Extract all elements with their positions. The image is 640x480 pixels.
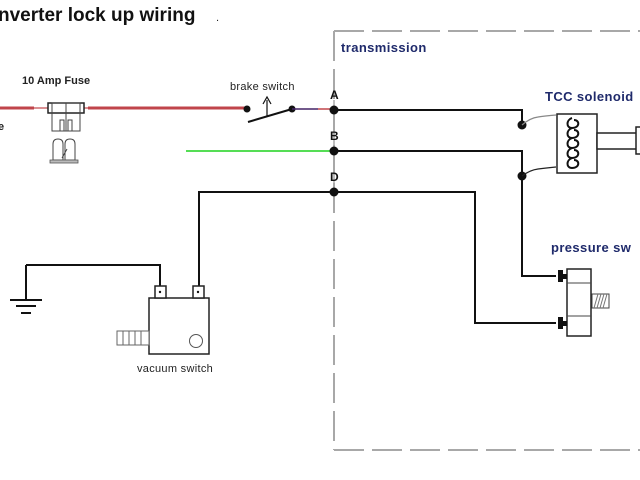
wire-a-to-solenoid — [334, 109, 523, 125]
solenoid-tip — [635, 126, 640, 155]
vacuum-port-icon — [116, 330, 150, 346]
ground-wire — [26, 264, 161, 288]
fuse-icon — [47, 102, 85, 164]
transmission-boundary — [333, 30, 640, 451]
brake-switch-label: brake switch — [230, 81, 295, 93]
pressure-switch-icon — [558, 268, 610, 337]
brake-switch-lever — [247, 108, 293, 123]
fuse-element — [61, 148, 68, 159]
fuse-base — [49, 159, 79, 164]
pressure-terminal-1 — [558, 270, 563, 282]
coil-icon — [566, 117, 580, 170]
left-cut-label: e — [0, 121, 4, 133]
tcc-solenoid-icon — [556, 113, 640, 174]
wire-vacuum-to-d — [198, 191, 334, 288]
pin-d-label: D — [330, 170, 339, 184]
fuse-label: 10 Amp Fuse — [22, 75, 90, 87]
diagram-title: nverter lock up wiring — [0, 5, 195, 26]
vacuum-switch-icon — [116, 285, 210, 355]
wire-b-to-pressure-switch — [334, 150, 556, 277]
vacuum-switch-adjuster — [189, 334, 203, 348]
solenoid-lead-b — [521, 166, 557, 177]
brake-switch-terminal-1 — [243, 105, 251, 113]
pin-a-label: A — [330, 88, 339, 102]
vacuum-switch-label: vacuum switch — [137, 363, 213, 375]
fuse-slot-left — [59, 119, 65, 132]
brake-switch-icon — [243, 95, 296, 123]
pin-b-label: B — [330, 129, 339, 143]
tcc-solenoid-label: TCC solenoid — [545, 89, 634, 104]
thread-hatch-icon — [593, 293, 608, 309]
connector: A B D — [329, 88, 339, 200]
pressure-switch-label: pressure sw — [551, 240, 632, 255]
solenoid-lead-a — [521, 114, 557, 126]
wire-d-to-pressure-switch — [334, 191, 556, 324]
solenoid-plunger — [596, 132, 638, 150]
fuse-body — [51, 102, 81, 132]
transmission-label: transmission — [341, 40, 427, 55]
fuse-blade-left — [52, 138, 64, 161]
fuse-blade-right — [64, 138, 76, 161]
up-arrow-icon — [262, 95, 272, 105]
pressure-terminal-2 — [558, 317, 563, 329]
pressure-switch-body — [566, 268, 592, 337]
solenoid-body — [556, 113, 598, 174]
title-suffix: . — [216, 12, 219, 24]
fuse-slot-right — [67, 119, 73, 132]
ground-icon — [10, 299, 42, 314]
